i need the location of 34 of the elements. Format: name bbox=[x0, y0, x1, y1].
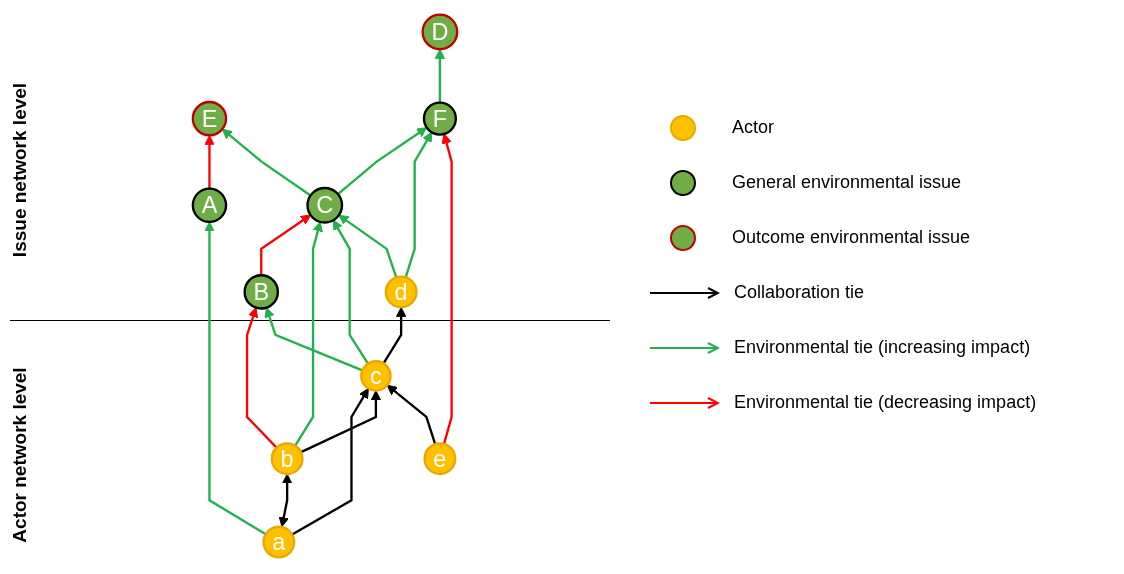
legend-text: Collaboration tie bbox=[734, 282, 865, 303]
arrow bbox=[264, 307, 363, 372]
legend-text: Environmental tie (increasing impact) bbox=[734, 337, 1031, 358]
node-circle: c bbox=[360, 360, 392, 392]
arrow bbox=[332, 219, 369, 365]
legend-text: General environmental issue bbox=[732, 172, 962, 193]
arrow bbox=[386, 384, 437, 445]
arrow bbox=[245, 307, 278, 449]
node-circle: e bbox=[423, 442, 457, 476]
level-label: Actor network level bbox=[9, 367, 31, 543]
node-circle: a bbox=[262, 525, 296, 559]
node-circle: F bbox=[422, 101, 458, 136]
arrow bbox=[278, 473, 293, 527]
node-circle: D bbox=[421, 13, 459, 51]
level-label: Issue network level bbox=[9, 82, 31, 258]
legend-text: Environmental tie (decreasing impact) bbox=[734, 392, 1037, 413]
node-circle: C bbox=[306, 186, 344, 224]
node-circle: d bbox=[384, 275, 418, 309]
legend-text: Actor bbox=[732, 117, 774, 138]
arrow bbox=[338, 214, 398, 278]
arrow bbox=[337, 127, 428, 196]
arrow bbox=[441, 133, 453, 445]
node-circle: A bbox=[191, 187, 228, 224]
arrow bbox=[291, 388, 369, 536]
arrow bbox=[404, 131, 433, 278]
arrow bbox=[204, 221, 267, 536]
arrow bbox=[294, 221, 323, 447]
node-circle: B bbox=[243, 274, 280, 310]
legend-text: Outcome environmental issue bbox=[732, 227, 971, 248]
arrow bbox=[300, 390, 382, 454]
node-circle: b bbox=[270, 442, 304, 476]
arrow bbox=[260, 214, 311, 276]
arrow bbox=[221, 128, 312, 197]
node-circle: E bbox=[191, 100, 228, 137]
